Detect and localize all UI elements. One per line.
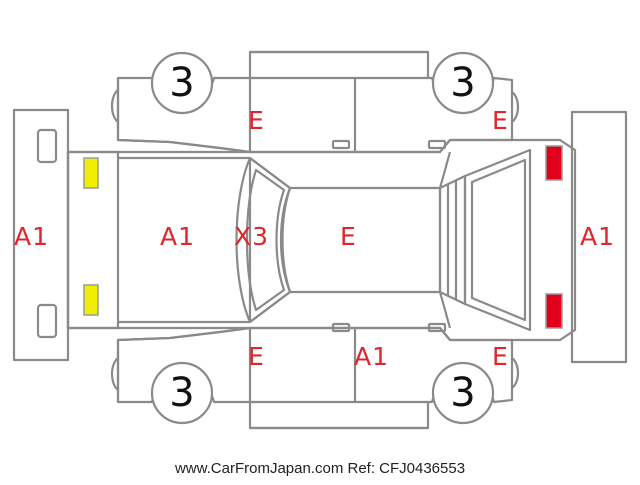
tire-front-right-ring xyxy=(150,361,214,425)
bottom-front-handle xyxy=(331,322,351,333)
mark-rear-bumper: A1 xyxy=(580,222,616,251)
front-bumper-slot-bottom xyxy=(36,303,58,339)
mark-top-rear-fender: E xyxy=(492,106,509,135)
windshield-inner xyxy=(245,168,286,312)
top-rear-handle xyxy=(427,139,447,150)
tire-front-left-grade: 3 xyxy=(169,60,195,106)
mark-top-front-fender: E xyxy=(248,106,265,135)
front-bumper-slot-top xyxy=(36,128,58,164)
rear-bumper-outline xyxy=(570,110,628,364)
mark-windshield: X3 xyxy=(234,222,270,251)
front-lamp-top xyxy=(83,157,99,189)
front-lamp-bottom xyxy=(83,284,99,316)
hood-outline xyxy=(118,156,252,324)
front-face-outline xyxy=(66,150,120,330)
tailgate-panel xyxy=(470,158,527,322)
tailgate-outline xyxy=(463,148,532,332)
tire-rear-left-ring xyxy=(431,51,495,115)
tire-front-left-ring xyxy=(150,51,214,115)
mark-bottom-front-fender: E xyxy=(248,342,265,371)
mark-hood: A1 xyxy=(160,222,196,251)
front-bumper-outline xyxy=(12,108,70,362)
tire-front-right-grade: 3 xyxy=(169,370,195,416)
bottom-front-fender-outline xyxy=(116,326,252,402)
tire-rear-left-grade: 3 xyxy=(450,60,476,106)
top-front-fender-outline xyxy=(116,78,252,154)
roof-outline xyxy=(281,186,442,294)
bottom-rear-handle xyxy=(427,322,447,333)
mark-bottom-rear-fender: E xyxy=(492,342,509,371)
mark-bottom-rear-door: A1 xyxy=(354,342,390,371)
rear-lamp-top xyxy=(545,145,563,181)
rear-window-outline xyxy=(438,174,467,306)
reference-footer: www.CarFromJapan.com Ref: CFJ0436553 xyxy=(174,460,466,477)
tire-rear-right-ring xyxy=(431,361,495,425)
top-front-handle xyxy=(331,139,351,150)
rear-lamp-bottom xyxy=(545,293,563,329)
mark-roof: E xyxy=(340,222,357,251)
mark-front-bumper: A1 xyxy=(14,222,50,251)
tire-rear-right-grade: 3 xyxy=(450,370,476,416)
